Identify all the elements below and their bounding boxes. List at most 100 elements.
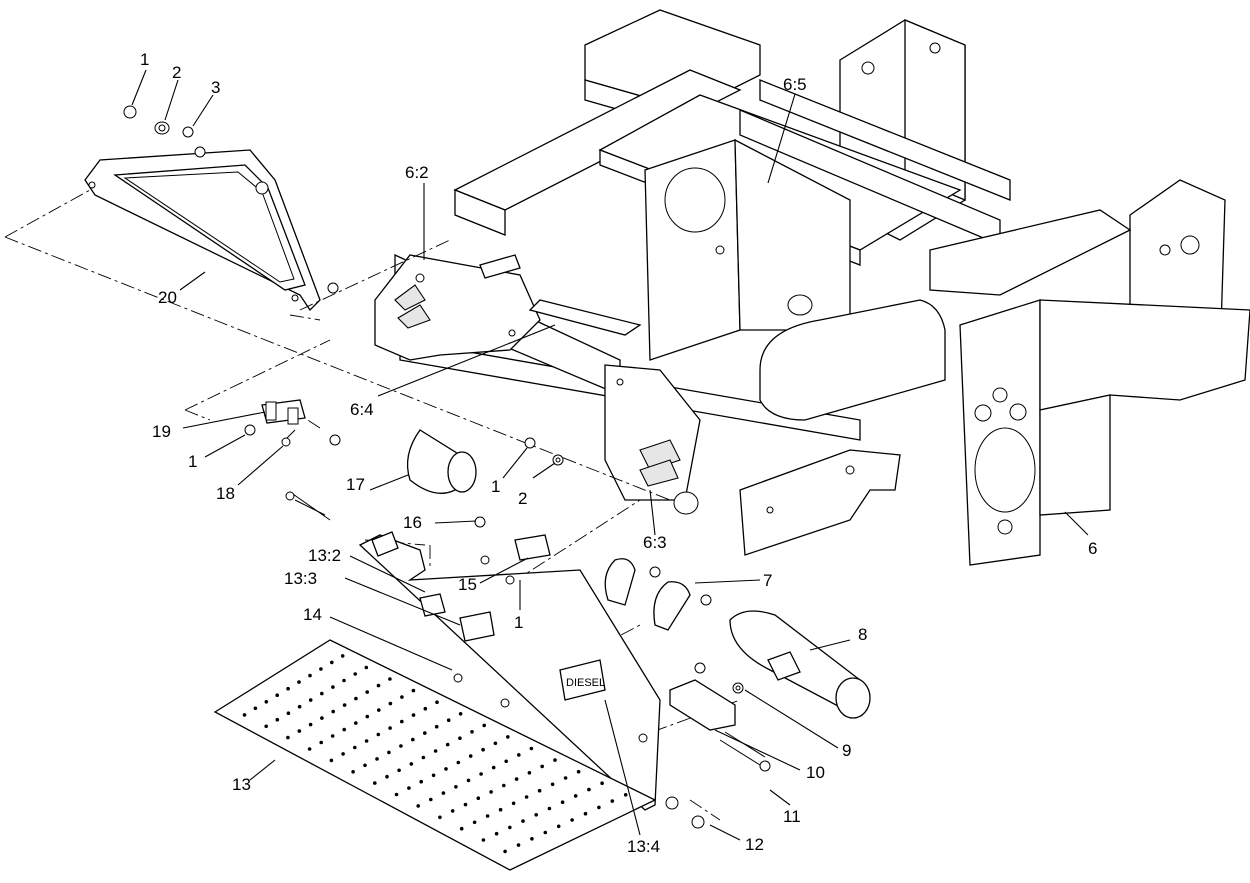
bolt-set-center xyxy=(524,437,564,466)
panel-hole xyxy=(597,805,601,810)
panel-hole xyxy=(493,741,498,746)
panel-hole xyxy=(320,716,324,720)
panel-hole xyxy=(537,788,542,793)
panel-hole xyxy=(491,765,496,770)
panel-hole xyxy=(376,683,381,688)
panel-hole xyxy=(431,773,436,778)
panel-hole xyxy=(494,831,499,836)
panel-hole xyxy=(485,814,490,818)
panel-hole xyxy=(570,818,574,822)
panel-hole xyxy=(529,746,534,751)
panel-hole xyxy=(610,799,615,803)
muffler-8 xyxy=(729,610,871,719)
panel-hole xyxy=(308,673,312,678)
callout-18: 18 xyxy=(216,484,235,503)
panel-hole xyxy=(489,790,493,794)
panel-hole xyxy=(286,686,290,691)
panel-holes xyxy=(242,654,628,854)
panel-hole xyxy=(385,774,389,779)
callout-13: 13 xyxy=(232,775,251,794)
panel-hole xyxy=(399,744,403,748)
panel-hole xyxy=(421,755,426,760)
panel-hole xyxy=(454,785,458,789)
callout-6: 6 xyxy=(1088,539,1097,558)
panel-hole xyxy=(517,753,521,757)
panel-hole xyxy=(409,762,414,766)
panel-hole xyxy=(482,723,487,728)
panel-hole xyxy=(319,740,324,745)
panel-hole xyxy=(560,800,565,804)
panel-hole xyxy=(342,703,347,707)
panel-hole xyxy=(264,724,269,729)
panel-hole xyxy=(330,660,334,665)
panel-hole xyxy=(275,693,280,697)
callout-16: 16 xyxy=(403,513,422,532)
panel-hole xyxy=(354,696,358,701)
panel-hole xyxy=(353,745,357,750)
panel-hole xyxy=(286,735,290,740)
panel-hole xyxy=(419,779,424,784)
callout-6-4: 6:4 xyxy=(350,400,374,419)
callout-1-top: 1 xyxy=(140,50,149,69)
panel-hole xyxy=(429,797,433,802)
panel-hole xyxy=(365,690,370,694)
callout-13-3: 13:3 xyxy=(284,569,317,588)
panel-hole xyxy=(456,760,461,765)
panel-hole xyxy=(503,849,507,854)
panel-hole xyxy=(479,772,483,776)
panel-hole xyxy=(458,712,463,716)
panel-hole xyxy=(373,781,377,785)
panel-hole xyxy=(340,654,345,658)
panel-hole xyxy=(446,718,451,722)
panel-hole xyxy=(411,737,415,742)
panel-hole xyxy=(297,729,302,733)
panel-hole xyxy=(441,791,446,795)
panel-hole xyxy=(556,824,561,829)
panel-hole xyxy=(583,811,588,816)
panel-hole xyxy=(364,739,369,743)
callout-1-center: 1 xyxy=(491,477,500,496)
panel-hole xyxy=(364,665,369,670)
panel-hole xyxy=(498,807,503,812)
panel-hole xyxy=(416,804,421,808)
callouts: 1 2 3 6:5 6:2 20 6:4 19 1 18 17 1 2 16 6… xyxy=(140,50,1097,856)
panel-hole xyxy=(242,713,247,717)
panel-hole xyxy=(388,677,392,681)
callout-8: 8 xyxy=(858,625,867,644)
callout-1-lower: 1 xyxy=(514,613,523,632)
long-bolt xyxy=(285,491,331,521)
panel-hole xyxy=(275,717,280,722)
panel-hole xyxy=(481,747,485,752)
panel-hole xyxy=(435,700,439,704)
clamps xyxy=(604,558,712,631)
callout-2-center: 2 xyxy=(518,489,527,508)
panel-hole xyxy=(553,758,557,762)
panel-hole xyxy=(407,786,411,790)
panel-hole xyxy=(330,734,335,738)
panel-hole xyxy=(388,726,392,730)
panel-hole xyxy=(470,730,474,734)
panel-hole xyxy=(445,742,450,747)
callout-12: 12 xyxy=(745,835,764,854)
diesel-decal: DIESEL xyxy=(566,677,605,689)
panel-hole xyxy=(297,680,301,684)
callout-2-top: 2 xyxy=(172,63,181,82)
panel-hole xyxy=(365,714,370,719)
callout-6-2: 6:2 xyxy=(405,163,429,182)
panel-hole xyxy=(354,721,358,725)
panel-hole xyxy=(423,706,428,711)
panel-hole xyxy=(308,722,313,727)
panel-hole xyxy=(397,768,401,773)
panel-hole xyxy=(342,678,346,683)
panel-hole xyxy=(438,815,442,820)
panel-hole xyxy=(481,838,486,842)
panel-hole xyxy=(376,732,381,737)
callout-19: 19 xyxy=(152,422,171,441)
panel-hole xyxy=(434,724,439,729)
bracket-10 xyxy=(669,662,771,772)
panel-hole xyxy=(534,813,538,817)
callout-13-4: 13:4 xyxy=(627,837,660,856)
panel-hole xyxy=(576,769,581,774)
panel-hole xyxy=(411,688,416,693)
panel-hole xyxy=(587,787,591,792)
